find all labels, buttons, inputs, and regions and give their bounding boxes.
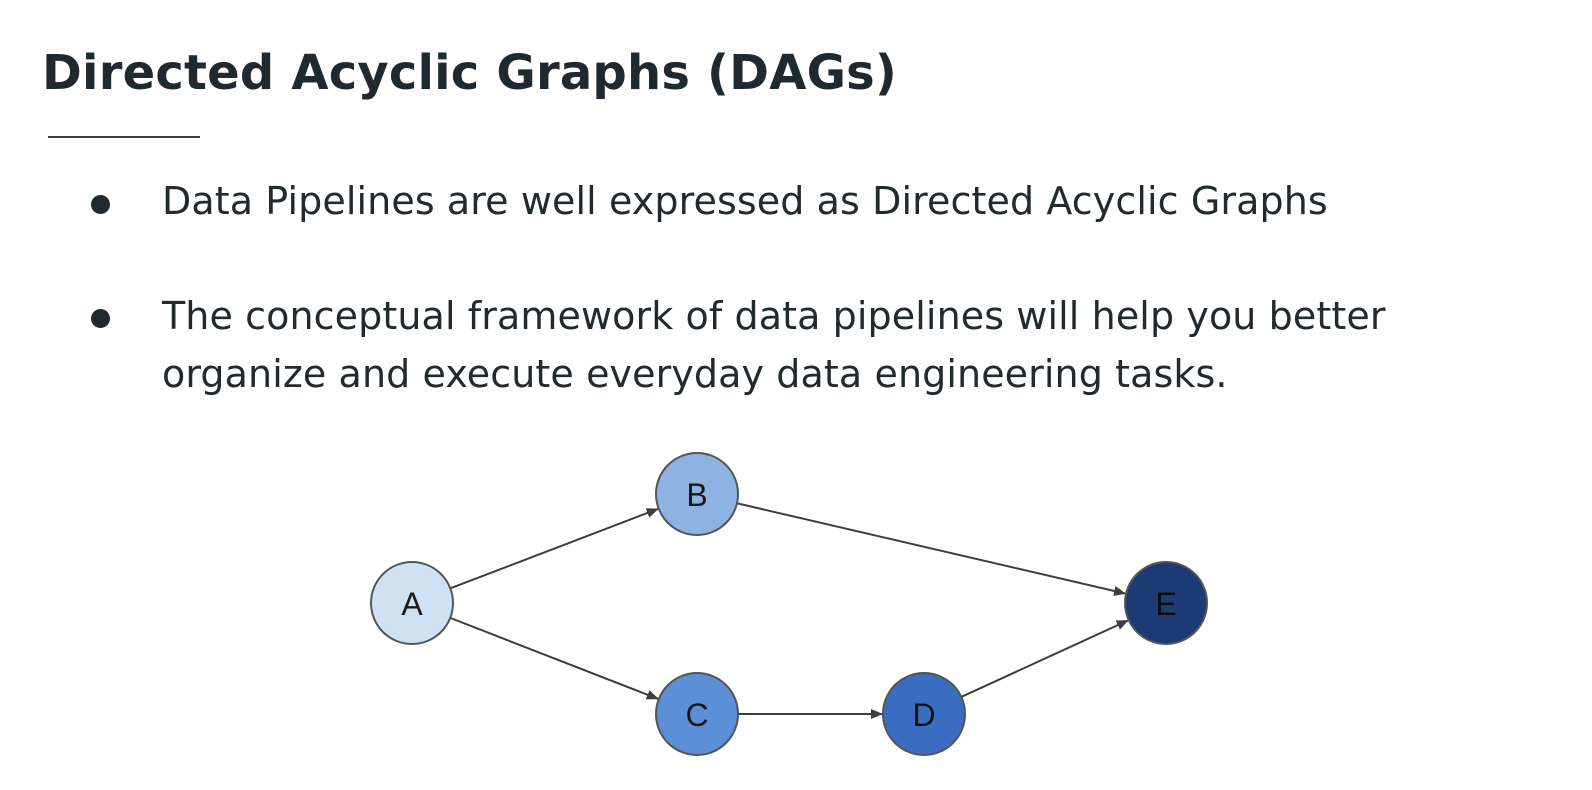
node-a: A	[370, 561, 454, 645]
slide-title: Directed Acyclic Graphs (DAGs)	[42, 45, 898, 101]
edge-b-e	[736, 502, 1127, 596]
node-a-label: A	[401, 586, 423, 622]
node-d-circle	[882, 672, 966, 756]
bullet-text: The conceptual framework of data pipelin…	[162, 294, 1386, 396]
node-e-circle	[1124, 561, 1208, 645]
node-d-label: D	[912, 697, 935, 733]
node-c: C	[655, 672, 739, 756]
node-a-circle	[370, 561, 454, 645]
node-e: E	[1124, 561, 1208, 645]
bullet-dot-icon	[91, 195, 110, 214]
bullet-text: Data Pipelines are well expressed as Dir…	[162, 179, 1328, 223]
edge-a-c	[449, 616, 659, 700]
edge-d-e	[960, 619, 1129, 698]
edge-a-b	[449, 508, 659, 590]
node-d: D	[882, 672, 966, 756]
node-b: B	[655, 452, 739, 536]
node-b-label: B	[686, 477, 707, 513]
node-c-circle	[655, 672, 739, 756]
node-c-label: C	[685, 697, 708, 733]
bullet-dot-icon	[91, 309, 110, 328]
dag-nodes: A B C D E	[370, 452, 1208, 756]
node-b-circle	[655, 452, 739, 536]
title-underline	[48, 136, 200, 138]
dag-edges	[449, 502, 1129, 719]
node-e-label: E	[1155, 586, 1176, 622]
